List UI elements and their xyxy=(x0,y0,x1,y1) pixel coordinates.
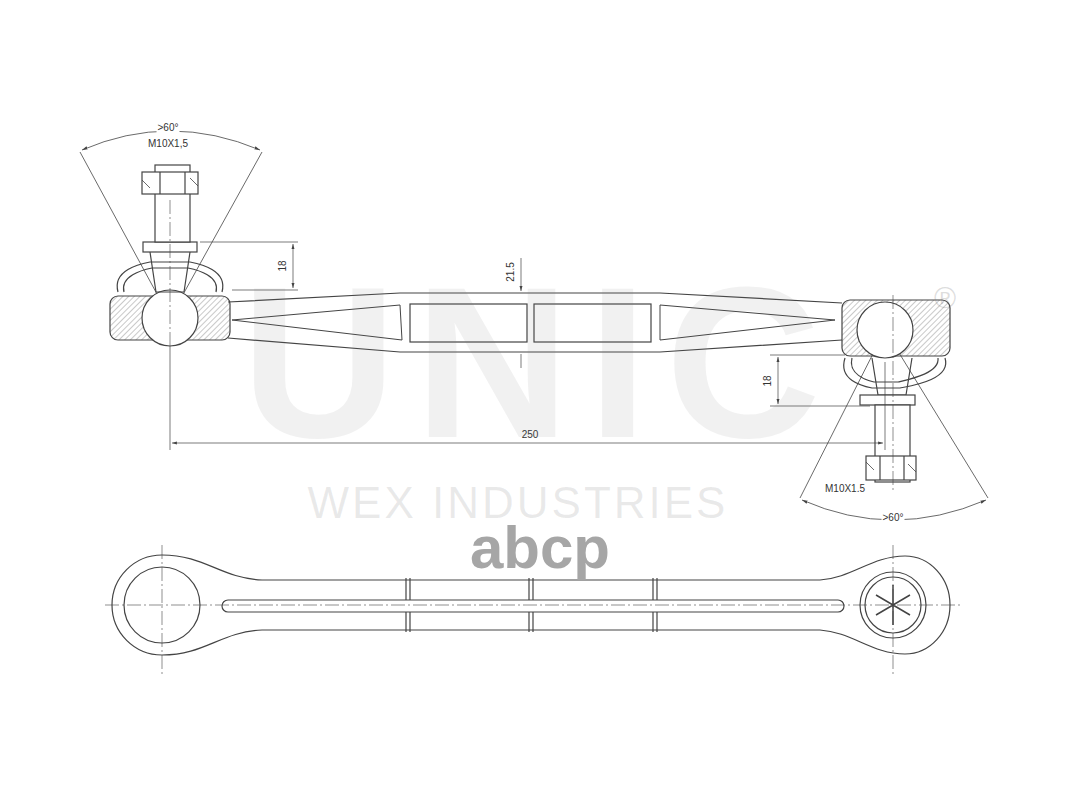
thread-label: M10X1.5 xyxy=(824,484,866,494)
watermark: UNIC xyxy=(241,255,839,470)
angle-label: >60° xyxy=(157,123,180,133)
watermark-mark: ® xyxy=(934,283,956,313)
angle-label: >60° xyxy=(882,513,905,523)
watermark-logo: abcp xyxy=(470,518,610,578)
thread-label: M10X1,5 xyxy=(147,139,189,149)
